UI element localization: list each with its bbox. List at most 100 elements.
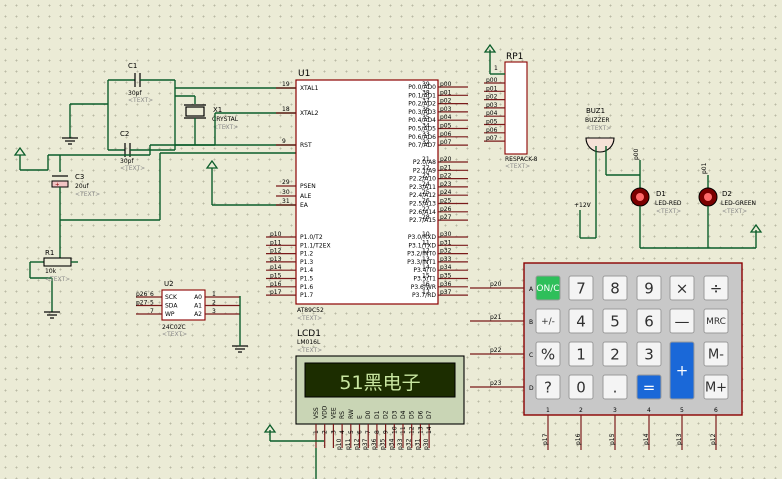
keypad-key[interactable]: ×: [669, 275, 695, 301]
keypad-key[interactable]: .: [602, 374, 628, 400]
mcu-p0-net: p05: [440, 123, 452, 130]
d1-part: LED-RED: [655, 200, 682, 207]
buzzer-buz1[interactable]: BUZ1 BUZZER <TEXT> p00 +12V: [574, 107, 641, 239]
lcd-lcd1[interactable]: LCD1 LM016L <TEXT> 51黑电子 VSS1VDD2VEE3RS4…: [263, 329, 465, 479]
crystal-x1[interactable]: X1 CRYSTAL <TEXT>: [174, 80, 239, 150]
keypad-key[interactable]: 4: [568, 308, 594, 334]
keypad-key[interactable]: MRC: [703, 308, 729, 334]
rp1-net: p01: [486, 85, 498, 92]
lcd-ref: LCD1: [297, 329, 321, 339]
keypad-key-label: M-: [708, 348, 724, 363]
keypad-key[interactable]: 0: [568, 374, 594, 400]
c1-ref: C1: [128, 62, 137, 70]
capacitor-c1[interactable]: C1 30pf <TEXT>: [108, 62, 175, 104]
mcu-p3-net: p34: [440, 264, 452, 271]
lcd-pin-name: D7: [426, 410, 433, 419]
keypad-key-label: 1: [576, 345, 586, 363]
keypad-key[interactable]: 2: [602, 341, 628, 367]
mcu-p1-name: P1.2: [300, 251, 313, 258]
ground-symbol-reset: [44, 311, 60, 319]
rp1-ref: RP1: [506, 52, 523, 62]
keypad-key[interactable]: —: [669, 308, 695, 334]
lcd-pin-name: D0: [365, 410, 372, 419]
keypad-key-label: 7: [576, 279, 586, 297]
mcu-p0-net: p04: [440, 114, 452, 121]
mcu-u1[interactable]: U1 AT89C52 <TEXT> 19XTAL118XTAL29RST29PS…: [266, 69, 468, 322]
resistor-r1[interactable]: R1 10k <TEXT>: [29, 249, 78, 312]
keypad-key-label: %: [541, 345, 555, 363]
capacitor-c2[interactable]: C2 30pf <TEXT>: [108, 130, 175, 172]
lcd-pin-num: 13: [417, 426, 424, 434]
u2-left-net: p26: [136, 291, 148, 298]
lcd-pin-name: D5: [409, 410, 416, 419]
mcu-pin-num: 9: [282, 138, 286, 145]
lcd-pin-name: E: [357, 415, 364, 419]
lcd-pin-net: p35: [380, 438, 387, 450]
mcu-p0-net: p03: [440, 106, 452, 113]
r1-text: <TEXT>: [45, 276, 70, 283]
keypad-key-label: 9: [644, 279, 654, 297]
keypad-key[interactable]: M+: [703, 374, 729, 400]
mcu-p0-name: P0.5/AD5: [408, 126, 436, 133]
led-d1[interactable]: D1 LED-RED <TEXT>: [630, 175, 682, 248]
mcu-p2-name: P2.3/A11: [409, 184, 436, 191]
keypad-col-label: 4: [647, 407, 651, 414]
lcd-pin-net: p33: [397, 438, 404, 450]
keypad-key[interactable]: %: [535, 341, 561, 367]
mcu-p3-name: P3.3/INT1: [407, 259, 436, 266]
rp1-net: p05: [486, 119, 498, 126]
rp1-text: <TEXT>: [505, 163, 530, 170]
keypad-key[interactable]: ÷: [703, 275, 729, 301]
mcu-p2-net: p24: [440, 189, 452, 196]
mcu-p1-name: P1.5: [300, 276, 313, 283]
keypad-key[interactable]: 5: [602, 308, 628, 334]
keypad-key[interactable]: 7: [568, 275, 594, 301]
mcu-p1-net: p11: [270, 239, 282, 246]
mcu-p1-net: p12: [270, 248, 282, 255]
mcu-p2-num: 22: [422, 164, 430, 171]
mcu-pin-num: 31: [282, 198, 290, 205]
keypad-key-label: 0: [576, 378, 586, 396]
u2-left-net: p27: [136, 300, 148, 307]
buz-ref: BUZ1: [586, 107, 605, 115]
keypad-key[interactable]: 1: [568, 341, 594, 367]
rp1-part: RESPACK-8: [505, 156, 538, 163]
keypad-row-label: C: [529, 352, 533, 359]
mcu-p3-name: P3.4/T0: [413, 267, 436, 274]
keypad-key[interactable]: 9: [636, 275, 662, 301]
led-d2[interactable]: p01 D2 LED-GREEN <TEXT>: [698, 162, 756, 248]
d2-text: <TEXT>: [722, 208, 747, 215]
mcu-p2-net: p20: [440, 156, 452, 163]
keypad-key[interactable]: 6: [636, 308, 662, 334]
keypad-col-label: 3: [613, 407, 617, 414]
keypad-col-net: p15: [609, 433, 616, 445]
lcd-pin-num: 4: [339, 430, 346, 434]
mcu-p0-num: 38: [422, 89, 430, 96]
keypad-key[interactable]: 8: [602, 275, 628, 301]
keypad-key[interactable]: +/-: [535, 308, 561, 334]
capacitor-c3[interactable]: + C3 20uf <TEXT>: [51, 173, 100, 262]
lcd-pin-net: p37: [362, 438, 369, 450]
keypad-key-label: M+: [705, 381, 727, 396]
mcu-p3-num: 11: [422, 239, 430, 246]
keypad-key[interactable]: =: [636, 374, 662, 400]
mcu-pin-num: 19: [282, 81, 290, 88]
keypad-key[interactable]: +: [669, 341, 695, 400]
keypad-key-label: ×: [676, 279, 689, 297]
u2-ref: U2: [164, 280, 174, 288]
u2-right-num: 3: [212, 308, 216, 315]
mcu-p2-net: p22: [440, 173, 452, 180]
resistor-pack-rp1[interactable]: 1 RP1 RESPACK-8 <TEXT> p00p01p02p03p04p0…: [483, 43, 538, 170]
mcu-pin-name: EA: [300, 202, 309, 209]
power-arrow-lcd: [263, 423, 324, 442]
keypad-key[interactable]: 3: [636, 341, 662, 367]
lcd-pin-net: p30: [423, 438, 430, 450]
d1-ref: D1: [656, 190, 666, 198]
keypad-key[interactable]: ON/C: [535, 275, 561, 301]
c2-text: <TEXT>: [120, 165, 145, 172]
keypad-key[interactable]: M-: [703, 341, 729, 367]
keypad-key[interactable]: ?: [535, 374, 561, 400]
